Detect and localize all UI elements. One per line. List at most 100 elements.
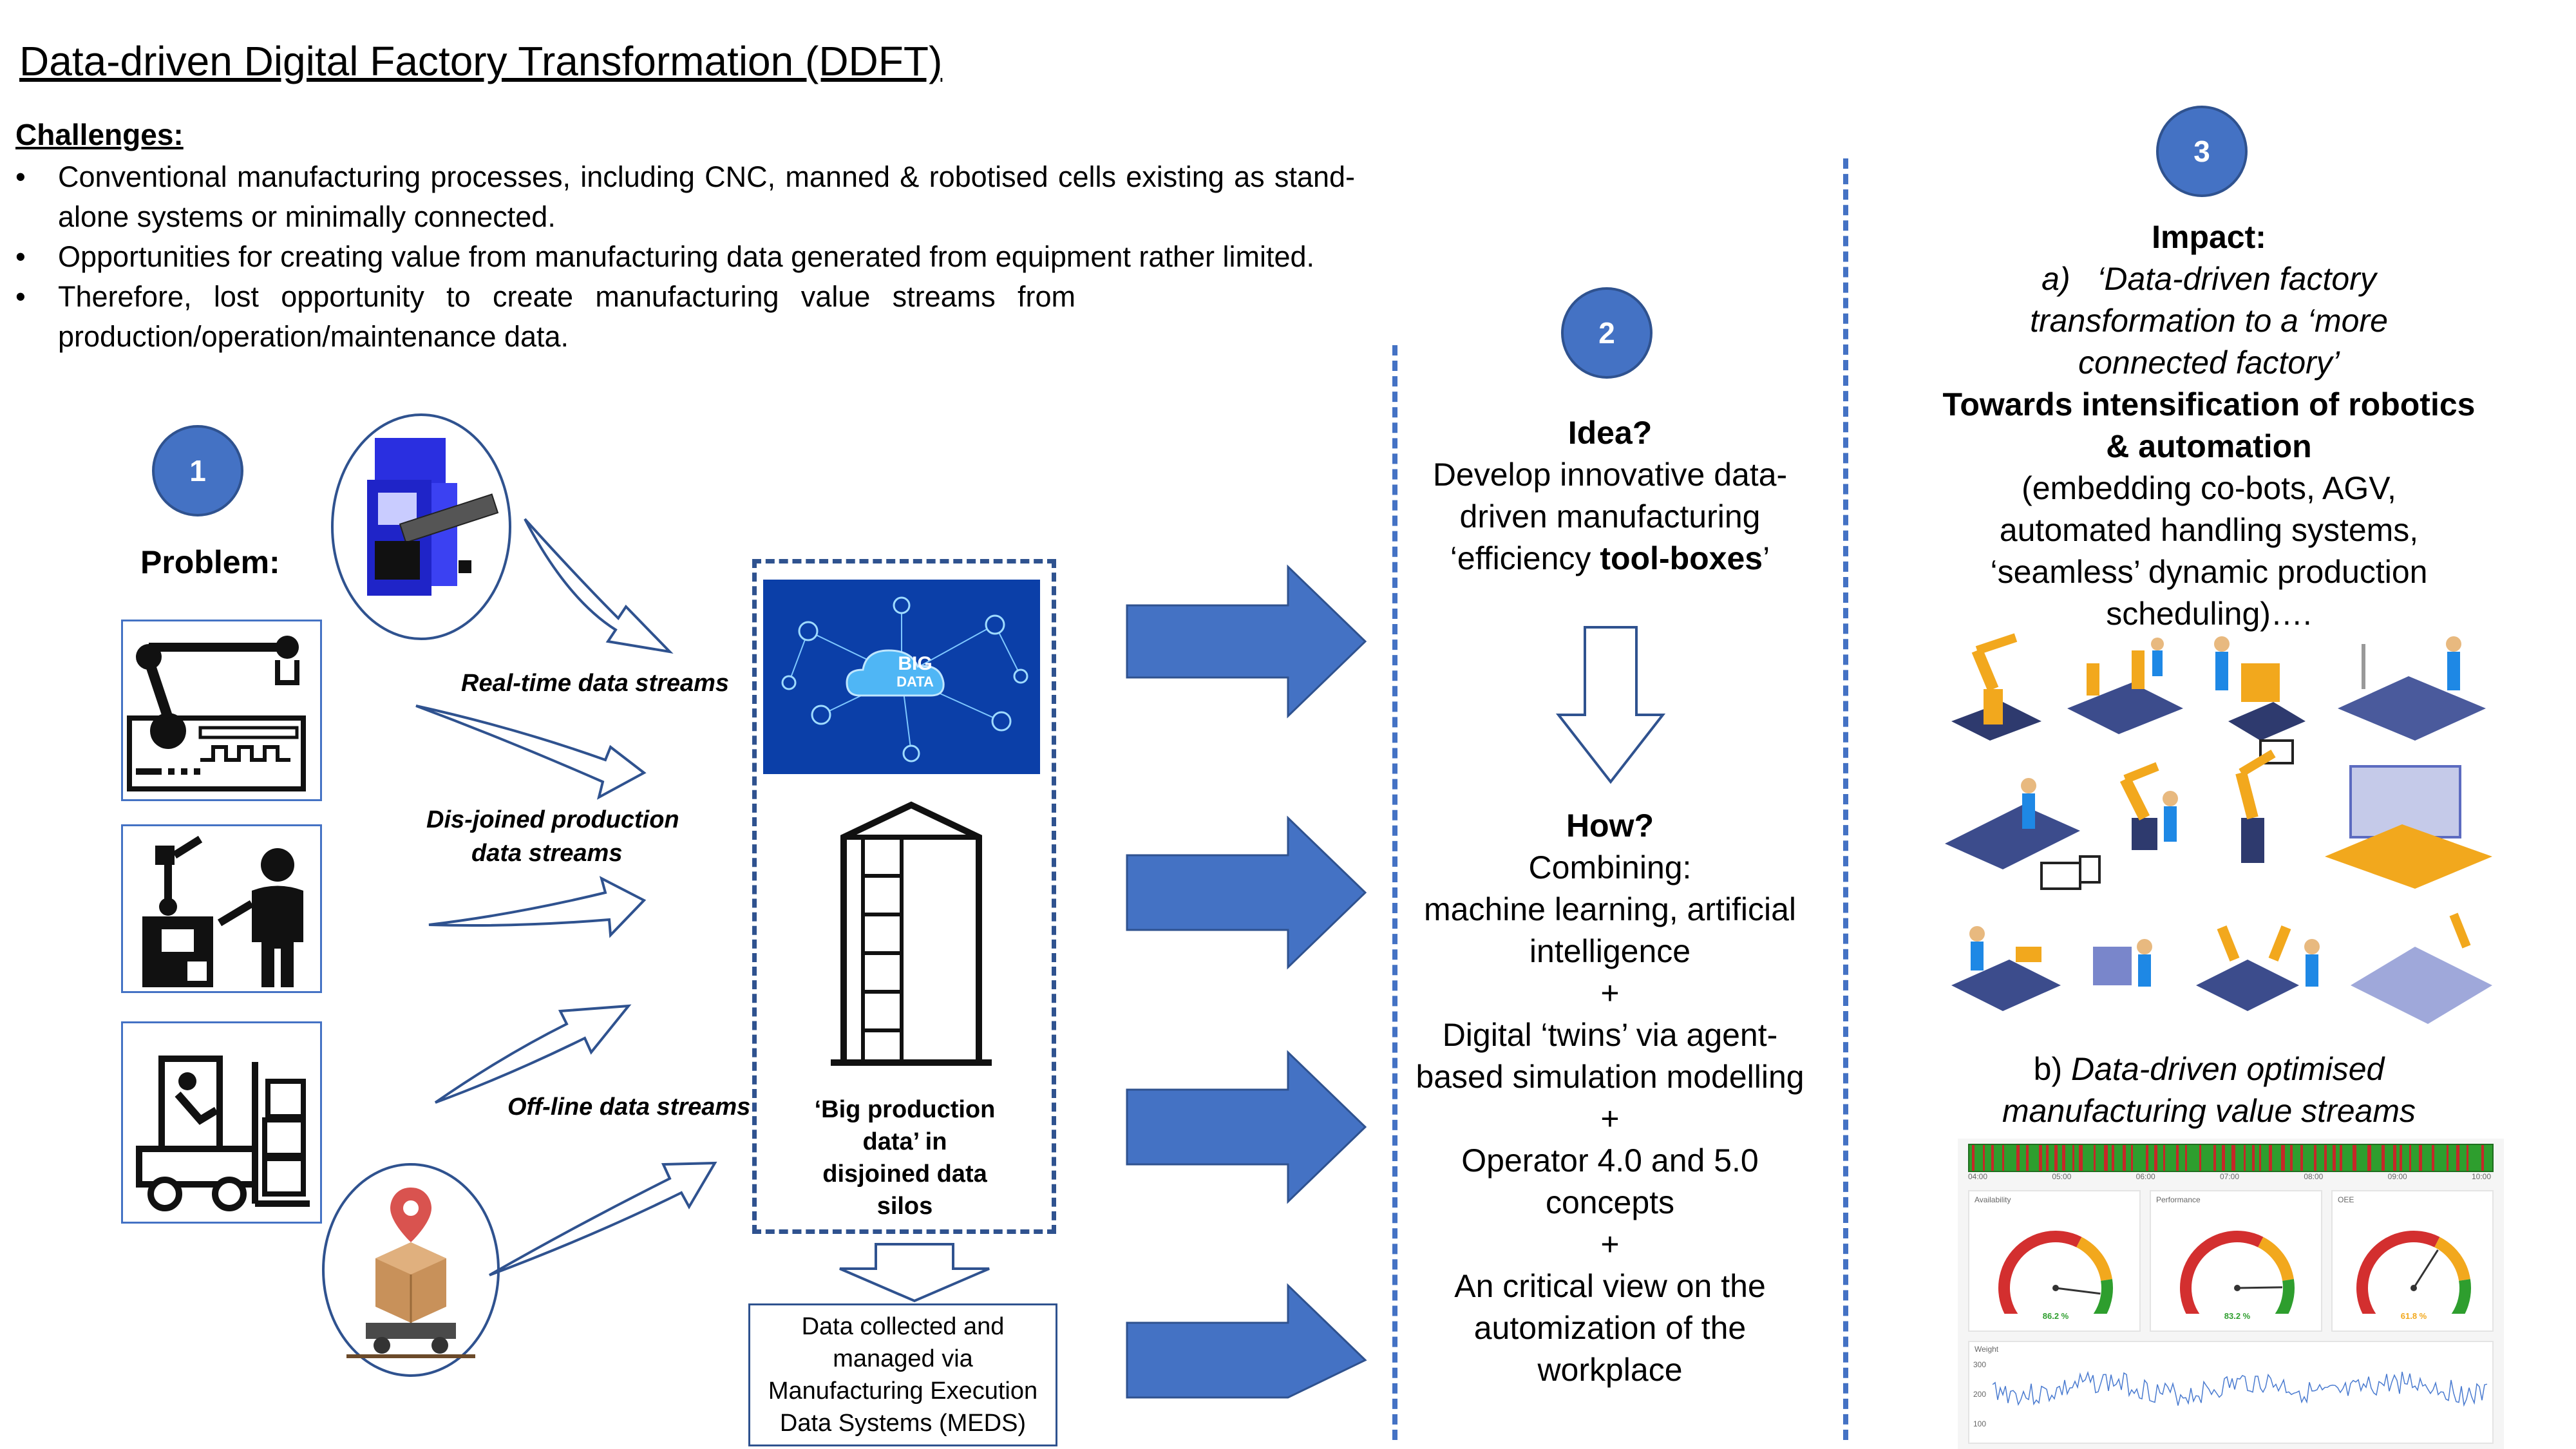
idea-line-toolboxes: ‘efficiency tool-boxes’: [1404, 538, 1816, 580]
offline-stream-arrow: [434, 1004, 632, 1104]
silo-icon: [818, 799, 1005, 1069]
impact-b-block: b) Data-driven optimised manufacturing v…: [1919, 1048, 2499, 1132]
impact-a-prefix: a): [2041, 261, 2070, 297]
how-block: How? Combining: machine learning, artifi…: [1404, 805, 1816, 1391]
challenge-text: Opportunities for creating value from ma…: [58, 240, 1315, 273]
gauge-card-availability: Availability 86.2 %: [1968, 1190, 2141, 1332]
weight-chart-label: Weight: [1975, 1345, 1999, 1354]
bullet-dot: •: [15, 240, 26, 273]
flow-arrow-1: [1126, 564, 1367, 719]
how-line: intelligence: [1529, 933, 1691, 969]
impact-b-line: b) Data-driven optimised: [1919, 1048, 2499, 1090]
offline-stream-label: Off-line data streams: [507, 1094, 751, 1121]
illus-robot-arm-4: [2196, 925, 2320, 1011]
meds-line: managed via: [833, 1345, 973, 1372]
weight-chart-card: Weight 300 200 100: [1968, 1341, 2494, 1444]
idea-line: driven manufacturing: [1459, 498, 1761, 535]
flow-arrow-2: [1126, 815, 1367, 970]
gauge-value: 83.2 %: [2224, 1311, 2251, 1321]
meds-line: Manufacturing Execution: [768, 1378, 1038, 1405]
illus-assembly-line-1: [2067, 638, 2183, 734]
robot-arm-cell-icon: [121, 620, 322, 801]
timeline-tick: 10:00: [2471, 1172, 2491, 1181]
idea-text: ‘efficiency: [1450, 540, 1600, 576]
illus-robot-arm-1: [1951, 633, 2041, 741]
bullet-dot: •: [15, 280, 26, 313]
illus-workstation-2: [2093, 939, 2152, 987]
how-line: concepts: [1545, 1184, 1675, 1220]
gauge-oee: [2356, 1231, 2471, 1314]
step-3-badge: 3: [2156, 106, 2248, 197]
impact-a-text: transformation to a ‘more: [2030, 303, 2388, 339]
big-data-image: BIG DATA: [763, 580, 1040, 774]
meds-line: Data collected and: [801, 1313, 1005, 1340]
weight-ytick: 200: [1973, 1390, 1987, 1399]
idea-bold-text: tool-boxes: [1600, 540, 1763, 576]
status-timeline: [1968, 1144, 2494, 1172]
impact-line: (embedding co-bots, AGV,: [2022, 470, 2396, 506]
timeline-tick: 04:00: [1968, 1172, 1988, 1181]
illus-conveyor-1: [2338, 636, 2486, 741]
impact-b-text: manufacturing value streams: [2002, 1093, 2416, 1129]
timeline-tick: 07:00: [2219, 1172, 2240, 1181]
disjoined-stream-label-2: data streams: [471, 840, 623, 867]
timeline-tick: 09:00: [2387, 1172, 2407, 1181]
realtime-stream-label: Real-time data streams: [461, 670, 730, 697]
impact-heading: Impact:: [2152, 219, 2266, 255]
challenge-bullet: •Conventional manufacturing processes, i…: [15, 157, 1355, 237]
challenge-bullet: • Therefore, lost opportunity to create m…: [15, 277, 1075, 357]
timeline-ticks: 04:00 05:00 06:00 07:00 08:00 09:00 10:0…: [1968, 1172, 2491, 1181]
stream-arrows: [415, 518, 717, 1276]
impact-bold-line: & automation: [2106, 428, 2312, 464]
divider-right: [1843, 158, 1848, 1440]
impact-block: Impact: a) ‘Data-driven factory transfor…: [1919, 216, 2499, 635]
how-line: +: [1600, 975, 1620, 1011]
gauge-label: Performance: [2156, 1195, 2201, 1204]
impact-a-text: ‘Data-driven factory: [2097, 261, 2376, 297]
how-line: based simulation modelling: [1416, 1059, 1804, 1095]
meds-box: Data collected and managed via Manufactu…: [748, 1303, 1057, 1446]
weight-ytick: 100: [1973, 1419, 1987, 1428]
silo-label-line: disjoined data: [822, 1160, 987, 1188]
challenges-heading: Challenges:: [15, 118, 184, 151]
gauge-value: 61.8 %: [2400, 1311, 2427, 1321]
big-data-subtitle: DATA: [896, 674, 934, 690]
gauge-label: OEE: [2338, 1195, 2354, 1204]
divider-left: [1392, 345, 1397, 1440]
bullet-dot: •: [15, 160, 26, 193]
impact-line: ‘seamless’ dynamic production: [1990, 554, 2428, 590]
how-line: +: [1600, 1226, 1620, 1262]
disjoined-stream-label-1: Dis-joined production: [426, 806, 679, 833]
gauge-performance: [2180, 1231, 2295, 1314]
gauge-card-performance: Performance 83.2 %: [2150, 1190, 2322, 1332]
gauge-value: 86.2 %: [2042, 1311, 2069, 1321]
how-line: Combining:: [1528, 849, 1692, 886]
data-silos-box: [752, 559, 1056, 1234]
illus-robot-arm-2: [2119, 762, 2178, 850]
operator-workstation-icon: [121, 824, 322, 993]
meds-down-arrow: [839, 1243, 990, 1303]
how-line: workplace: [1537, 1352, 1683, 1388]
how-line: +: [1600, 1101, 1620, 1137]
oee-dashboard: 04:00 05:00 06:00 07:00 08:00 09:00 10:0…: [1958, 1139, 2504, 1449]
illus-machine: [2351, 913, 2492, 1024]
how-line: machine learning, artificial: [1423, 891, 1797, 927]
disjoined-stream-arrow-1: [415, 705, 647, 800]
flow-arrow-4: [1126, 1283, 1367, 1399]
impact-b-text: Data-driven optimised: [2071, 1051, 2385, 1087]
forklift-icon: [121, 1021, 322, 1224]
silo-label-line: data’ in: [862, 1128, 947, 1155]
idea-text: ’: [1763, 540, 1770, 576]
challenge-bullet: • Opportunities for creating value from m…: [15, 237, 1355, 277]
automation-illustrations: [1938, 625, 2505, 1037]
timeline-tick: 05:00: [2052, 1172, 2072, 1181]
flow-arrows: [1126, 564, 1367, 1399]
big-data-title: BIG: [898, 653, 933, 674]
challenge-text: Therefore, lost opportunity to create ma…: [58, 280, 1075, 353]
how-line: Digital ‘twins’ via agent-: [1442, 1017, 1778, 1053]
silo-label: ‘Big production data’ in disjoined data …: [773, 1094, 1037, 1222]
step-1-badge: 1: [152, 425, 243, 516]
timeline-tick: 08:00: [2304, 1172, 2324, 1181]
illus-workstation-1: [1951, 926, 2061, 1011]
page-title: Data-driven Digital Factory Transformati…: [19, 38, 943, 84]
